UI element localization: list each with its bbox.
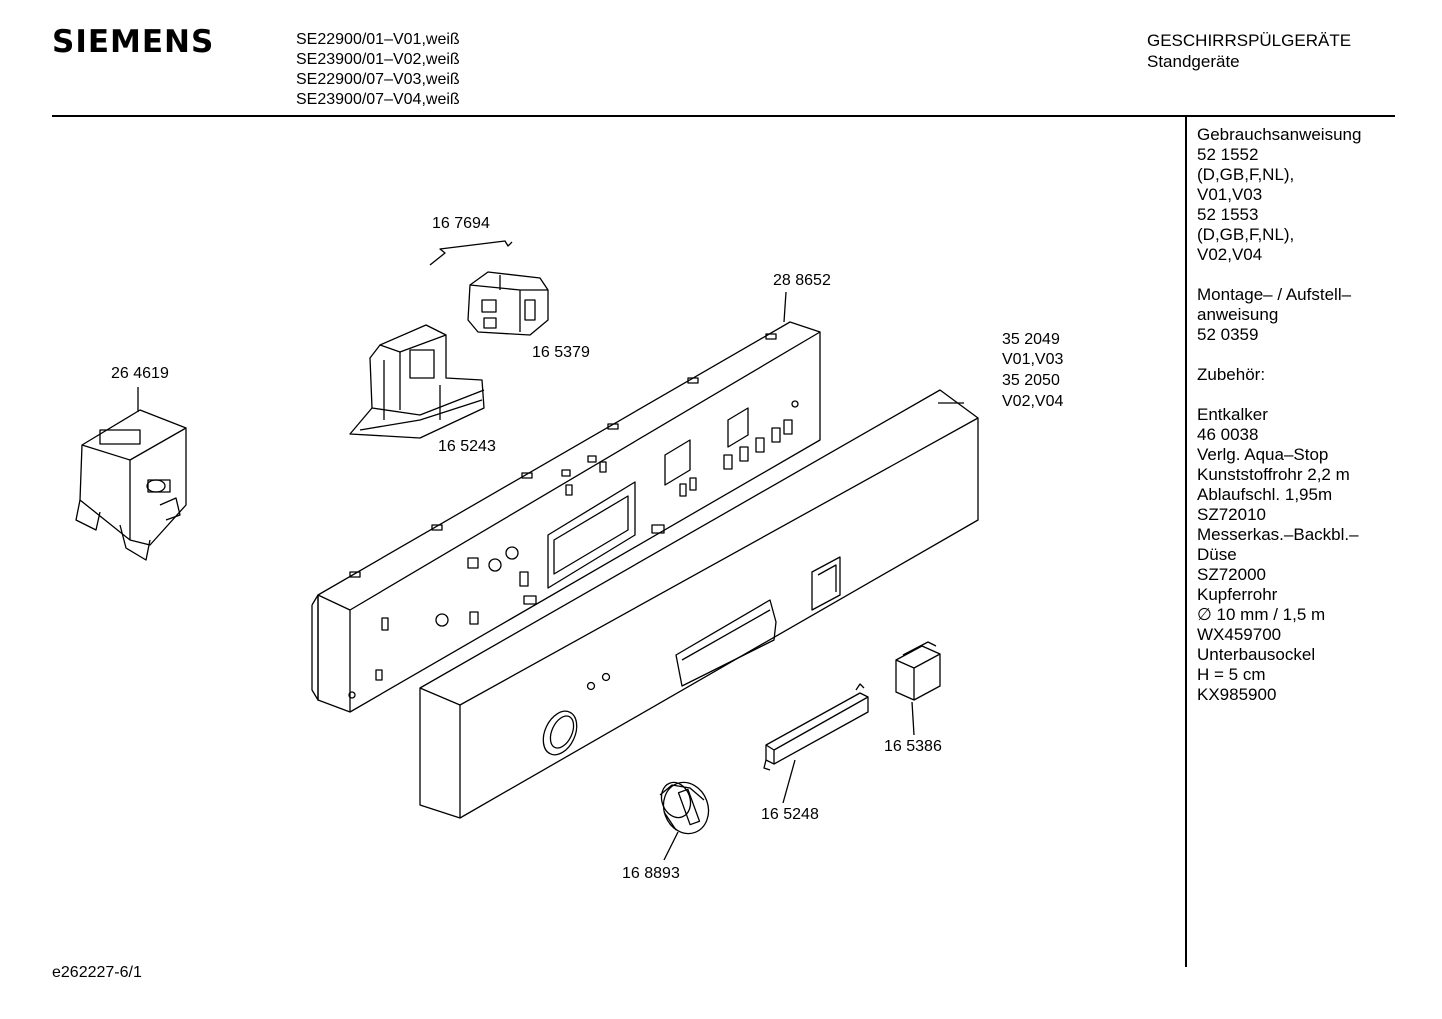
sidebar-line: KX985900 [1197,685,1277,704]
sidebar-line: (D,GB,F,NL), [1197,165,1295,184]
sidebar-line: 52 1553 [1197,205,1259,224]
sidebar-line: Entkalker [1197,405,1268,424]
sidebar-spacer [1197,345,1437,365]
appliance-category: GESCHIRRSPÜLGERÄTE Standgeräte [1147,30,1351,72]
sidebar-spacer [1197,265,1437,285]
part-label-165386: 16 5386 [884,738,942,755]
variant-label-v0103: V01,V03 [1002,351,1063,368]
sidebar-line: Messerkas.–Backbl.– [1197,525,1359,544]
sidebar-line: Düse [1197,545,1237,564]
leader-line [663,831,679,861]
sidebar-line: SZ72000 [1197,565,1266,584]
exploded-parts-diagram: 16 7694 16 5379 16 5243 26 4619 [75,215,1063,882]
sidebar-line: anweisung [1197,305,1279,324]
brand-logo: SIEMENS [52,24,215,60]
wire-clip-part [429,240,513,266]
model-line: SE22900/07–V03,weiß [296,71,460,88]
sidebar-line: WX459700 [1197,625,1282,644]
part-label-352050: 35 2050 [1002,372,1060,389]
sidebar-line: V01,V03 [1197,185,1263,204]
part-label-165243: 16 5243 [438,438,496,455]
model-line: SE23900/07–V04,weiß [296,91,460,108]
sidebar-line: 52 0359 [1197,325,1259,344]
timer-unit-part [75,409,187,561]
sidebar-line: H = 5 cm [1197,665,1266,684]
category-title: GESCHIRRSPÜLGERÄTE [1147,31,1352,50]
part-label-352049: 35 2049 [1002,331,1060,348]
sidebar-divider [1185,117,1187,967]
documentation-sidebar: Gebrauchsanweisung 52 1552 (D,GB,F,NL), … [1197,125,1437,705]
selector-knob-part [659,781,710,835]
category-subtitle: Standgeräte [1147,52,1240,71]
part-label-264619: 26 4619 [111,365,169,382]
leader-line [911,701,915,736]
handle-strip-part [763,683,869,771]
part-label-288652: 28 8652 [773,272,831,289]
switch-bracket-part [349,324,485,439]
document-id: e262227-6/1 [52,964,142,981]
model-list: SE22900/01–V01,weiß SE23900/01–V02,weiß … [296,30,460,110]
sidebar-line: Montage– / Aufstell– [1197,285,1352,304]
sidebar-line: V02,V04 [1197,245,1263,264]
sidebar-line: Verlg. Aqua–Stop [1197,445,1329,464]
sidebar-line: Unterbausockel [1197,645,1316,664]
sidebar-line: Kunststoffrohr 2,2 m [1197,465,1350,484]
part-label-167694: 16 7694 [432,215,490,232]
switch-module-part [467,271,549,336]
model-line: SE23900/01–V02,weiß [296,51,460,68]
part-label-165379: 16 5379 [532,344,590,361]
model-line: SE22900/01–V01,weiß [296,31,460,48]
sidebar-line: Kupferrohr [1197,585,1278,604]
sidebar-line: SZ72010 [1197,505,1266,524]
sidebar-spacer [1197,385,1437,405]
header-divider [52,115,1395,117]
sidebar-line: 46 0038 [1197,425,1259,444]
push-button-part [895,641,941,701]
sidebar-line: Ablaufschl. 1,95m [1197,485,1333,504]
leader-line [782,759,796,804]
part-label-165248: 16 5248 [761,806,819,823]
control-panel-frame-part [311,321,821,713]
leader-line [783,291,787,323]
sidebar-line: ∅ 10 mm / 1,5 m [1197,605,1326,624]
variant-label-v0204: V02,V04 [1002,393,1063,410]
part-label-168893: 16 8893 [622,865,680,882]
sidebar-line: Gebrauchsanweisung [1197,125,1362,144]
sidebar-line: Zubehör: [1197,365,1266,384]
sidebar-line: (D,GB,F,NL), [1197,225,1295,244]
front-fascia-part [419,389,979,819]
sidebar-line: 52 1552 [1197,145,1259,164]
